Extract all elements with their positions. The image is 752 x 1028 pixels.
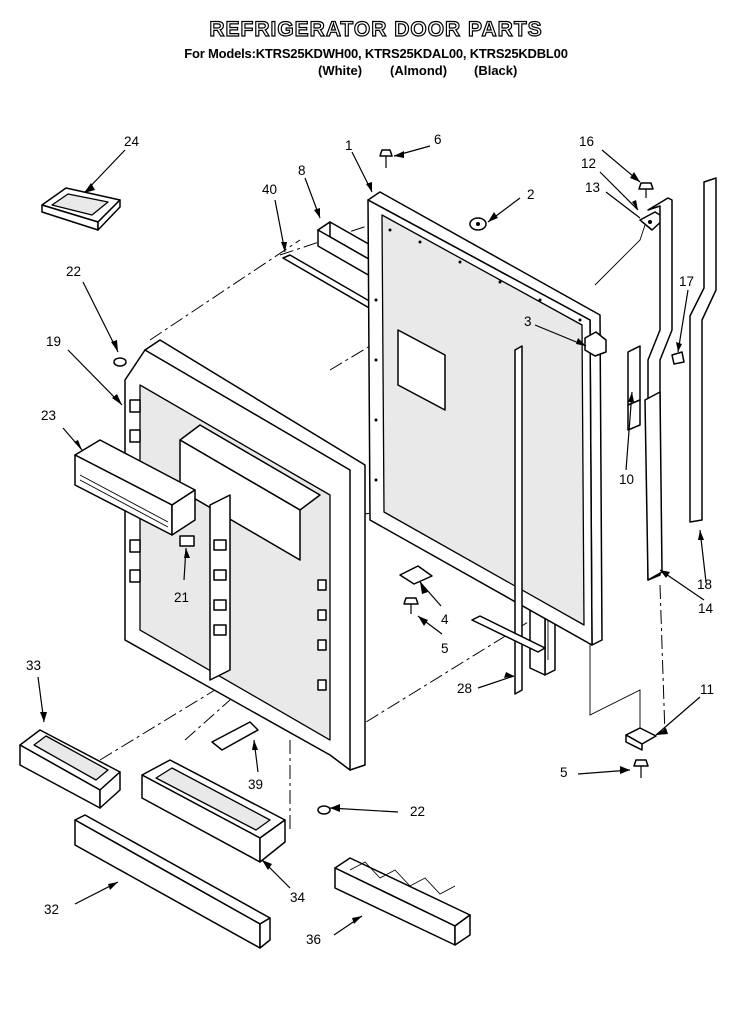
- part-16-screw: [638, 182, 654, 198]
- color-almond: (Almond): [390, 63, 448, 78]
- callout-23: 23: [41, 408, 56, 423]
- part-32-door-bin-long: [74, 814, 271, 949]
- callout-10: 10: [619, 472, 634, 487]
- part-14-door-trim: [644, 197, 673, 581]
- callout-16: 16: [579, 134, 594, 149]
- part-18-handle-trim: [689, 177, 717, 523]
- callout-36: 36: [306, 932, 321, 947]
- part-5-screw-right: [633, 759, 649, 778]
- callout-22-top: 22: [66, 264, 81, 279]
- callout-1: 1: [345, 138, 353, 153]
- callout-6: 6: [434, 132, 442, 147]
- callout-5-right: 5: [560, 765, 568, 780]
- callout-13: 13: [585, 180, 600, 195]
- part-22-screw-top: [113, 357, 127, 367]
- callout-34: 34: [290, 890, 306, 905]
- part-34-door-bin: [141, 759, 286, 863]
- callout-12: 12: [581, 156, 596, 171]
- part-17-screw: [671, 351, 685, 365]
- part-11-lower-hinge: [625, 727, 657, 751]
- part-36-egg-tray: [334, 857, 471, 946]
- part-4-hinge-bracket: [399, 565, 433, 585]
- callout-39: 39: [248, 777, 263, 792]
- part-19-door-liner: [124, 339, 366, 771]
- part-23-dairy-door: [74, 439, 196, 536]
- callout-40: 40: [262, 182, 277, 197]
- callout-28: 28: [457, 681, 472, 696]
- part-5-screw-center: [403, 597, 419, 614]
- callout-21: 21: [174, 590, 189, 605]
- callout-4: 4: [441, 612, 449, 627]
- color-white: (White): [318, 63, 363, 78]
- color-black: (Black): [474, 63, 518, 78]
- frame-holes: [374, 228, 582, 482]
- callout-8: 8: [298, 163, 306, 178]
- callout-24: 24: [124, 134, 140, 149]
- callout-14: 14: [698, 601, 714, 616]
- part-3-hinge-block: [584, 331, 607, 357]
- page-title: REFRIGERATOR DOOR PARTS: [209, 17, 543, 41]
- part-24-dairy-tray: [41, 187, 121, 231]
- part-2-plug: [469, 217, 487, 231]
- part-22-screw-bottom: [317, 805, 331, 815]
- leader-lines: [37, 145, 707, 936]
- callout-3: 3: [524, 314, 532, 329]
- part-1-door-outer-panel: [367, 191, 603, 646]
- part-28-gasket-strip: [471, 345, 546, 695]
- liner-shelf-clips: [129, 399, 327, 691]
- part-33-door-bin: [19, 729, 121, 809]
- callout-33: 33: [26, 658, 41, 673]
- part-39-bin-clip: [211, 721, 259, 751]
- part-21-hinge-pin: [179, 535, 195, 547]
- callout-32: 32: [44, 902, 59, 917]
- callout-18: 18: [697, 577, 712, 592]
- callout-labels: 24 22 19 23 21 33 32 40 8 1 6 2 3 10 16 …: [26, 132, 714, 947]
- callout-19: 19: [46, 334, 61, 349]
- callout-5-center: 5: [441, 641, 449, 656]
- callout-2: 2: [527, 187, 535, 202]
- callout-17: 17: [679, 274, 694, 289]
- part-6-screw: [379, 149, 393, 168]
- model-numbers: For Models:KTRS25KDWH00, KTRS25KDAL00, K…: [184, 46, 568, 61]
- callout-22-bottom: 22: [410, 804, 425, 819]
- callout-11: 11: [700, 682, 714, 697]
